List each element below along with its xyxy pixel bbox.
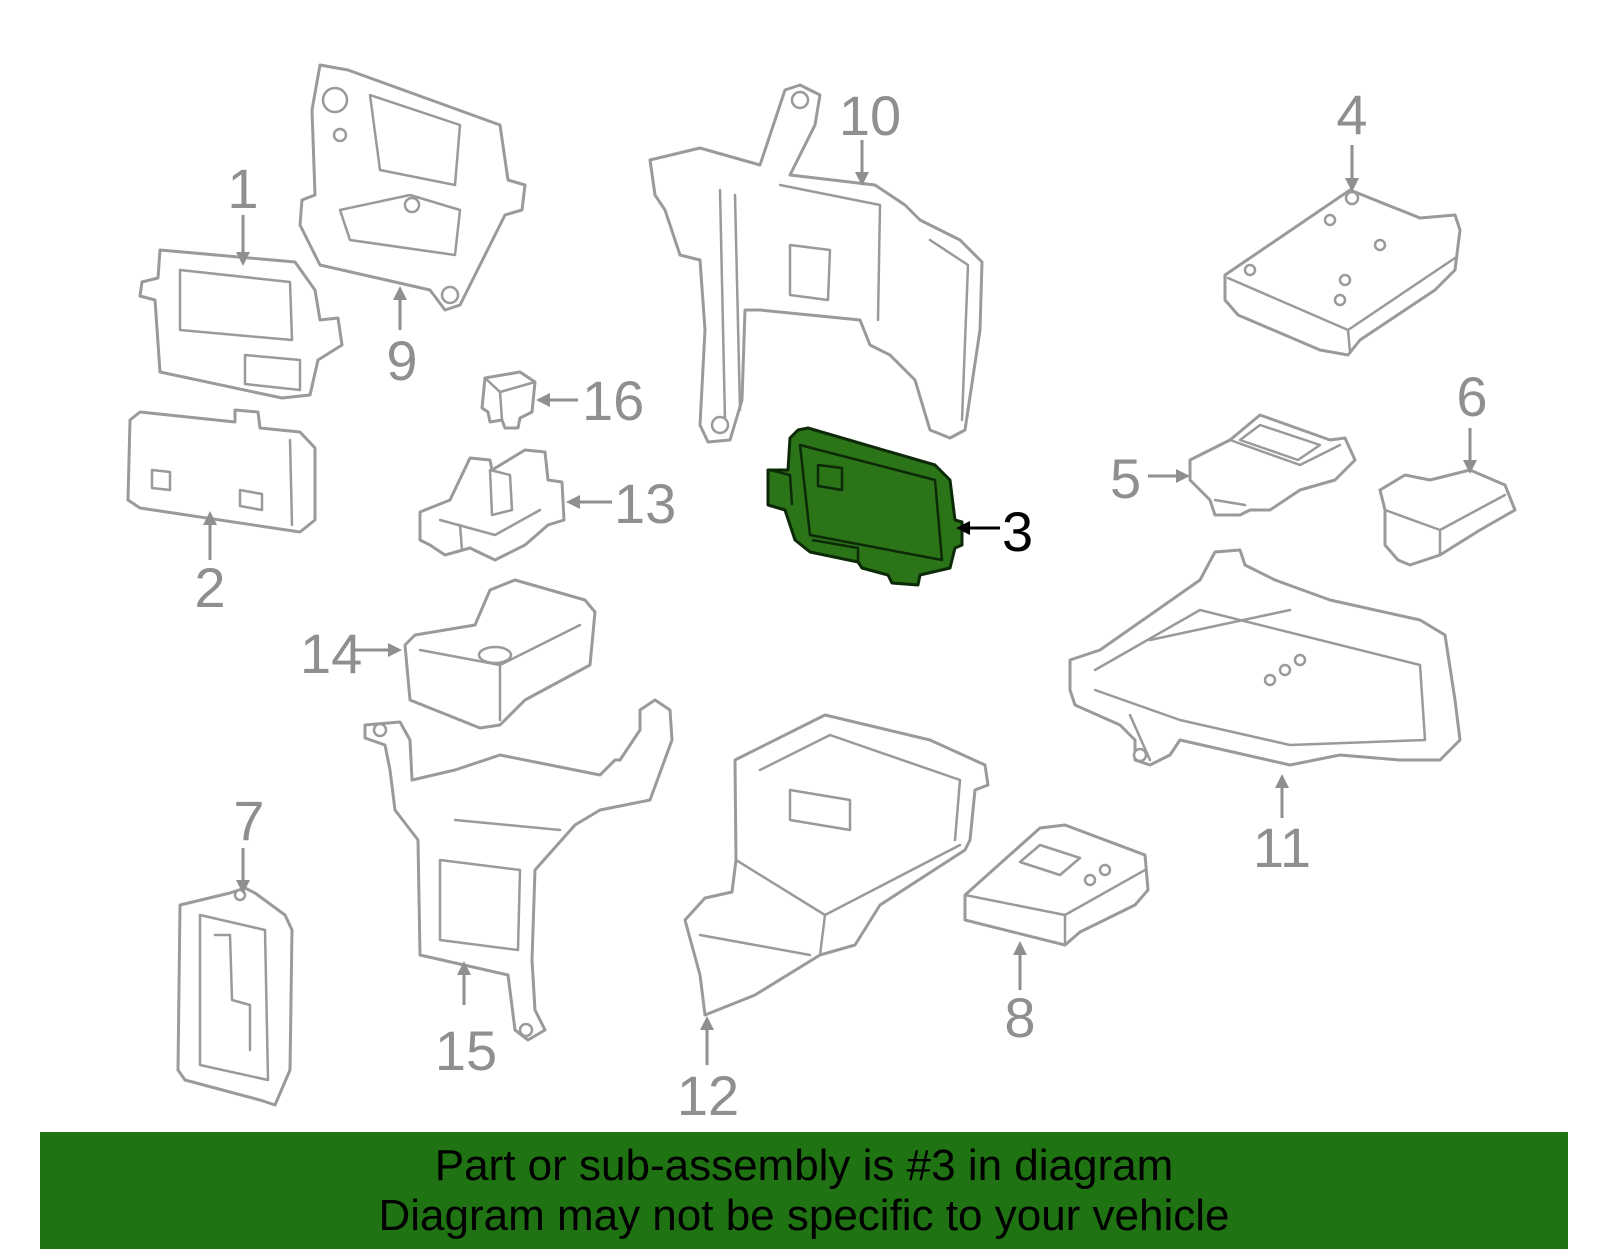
banner-line-2: Diagram may not be specific to your vehi… <box>378 1190 1230 1240</box>
arrow-7-head <box>236 880 250 894</box>
part-5-module <box>1188 413 1357 517</box>
callout-8: 8 <box>1004 986 1035 1049</box>
arrow-1-head <box>236 252 250 266</box>
part-6-sensor <box>1378 468 1517 567</box>
part-7-module <box>176 886 294 1107</box>
arrow-15-head <box>457 961 471 975</box>
info-banner: Part or sub-assembly is #3 in diagram Di… <box>40 1132 1568 1249</box>
part-10-bracket <box>648 83 984 444</box>
part-13-holder <box>418 448 566 562</box>
arrow-16-head <box>536 393 550 407</box>
arrow-5-head <box>1176 469 1190 483</box>
callout-15: 15 <box>435 1019 497 1082</box>
callout-13: 13 <box>614 472 676 535</box>
arrow-14-head <box>388 643 402 657</box>
callout-7: 7 <box>233 789 264 852</box>
part-8-module <box>963 823 1150 947</box>
arrow-4-head <box>1345 178 1359 192</box>
callout-10: 10 <box>839 84 901 147</box>
part-15-bracket <box>363 698 674 1042</box>
callout-4: 4 <box>1336 83 1367 146</box>
arrow-12-head <box>700 1016 714 1030</box>
callout-12: 12 <box>677 1064 739 1127</box>
part-14-tray <box>403 578 597 730</box>
part-4-module <box>1223 188 1462 357</box>
arrow-10-head <box>855 172 869 186</box>
arrow-11-head <box>1275 774 1289 788</box>
callout-16: 16 <box>582 369 644 432</box>
callout-2: 2 <box>194 556 225 619</box>
part-2-module <box>126 408 317 534</box>
arrow-3-head <box>956 521 970 535</box>
part-12-box <box>683 713 990 1017</box>
part-1-module <box>138 248 344 400</box>
part-3-module-highlighted[interactable] <box>766 426 964 587</box>
callout-14: 14 <box>300 622 362 685</box>
callout-3[interactable]: 3 <box>1002 500 1033 563</box>
arrow-13-head <box>566 495 580 509</box>
callout-6: 6 <box>1456 365 1487 428</box>
callout-9: 9 <box>386 329 417 392</box>
arrow-9-head <box>393 286 407 300</box>
part-9-bracket <box>298 63 527 312</box>
callout-5: 5 <box>1110 447 1141 510</box>
callout-11: 11 <box>1253 816 1311 879</box>
part-11-tray <box>1068 548 1462 767</box>
part-16-relay <box>480 370 537 430</box>
arrow-8-head <box>1013 941 1027 955</box>
callout-1: 1 <box>227 157 258 220</box>
banner-line-1: Part or sub-assembly is #3 in diagram <box>434 1140 1174 1190</box>
arrow-2-head <box>203 511 217 525</box>
arrow-6-head <box>1463 460 1477 474</box>
